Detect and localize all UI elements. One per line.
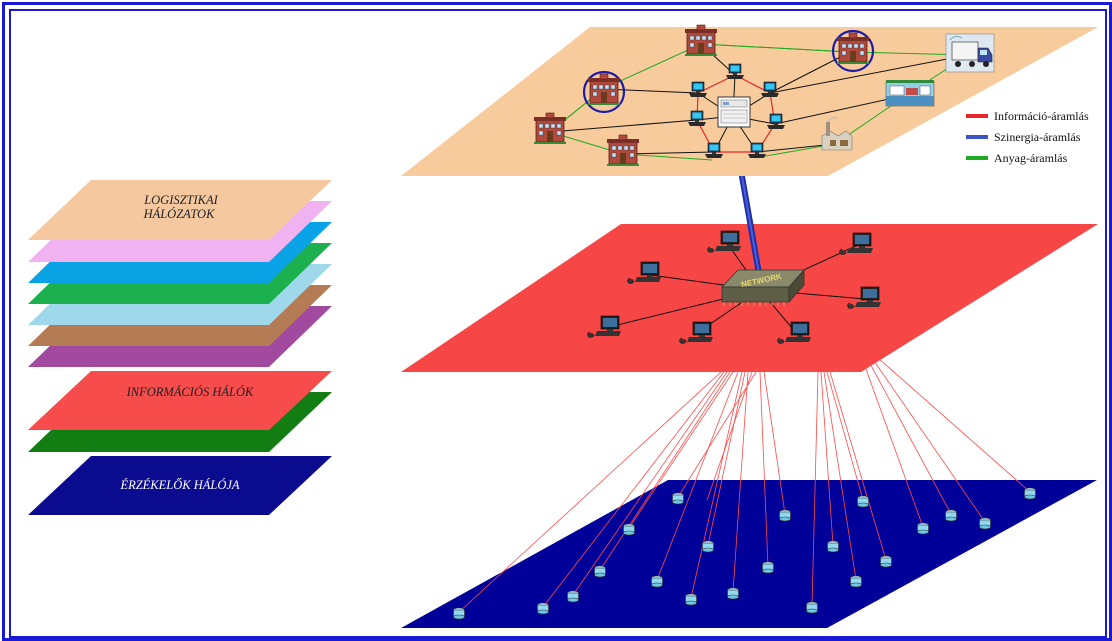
building-icon	[587, 73, 621, 106]
sensor-icon	[537, 602, 549, 615]
sensor-icon	[945, 509, 957, 522]
factory-icon	[821, 116, 853, 151]
sensor-links	[458, 357, 1031, 613]
network-hub-icon: NETWORK	[721, 268, 805, 306]
computer-icon	[704, 142, 724, 159]
legend-label-material: Anyag-áramlás	[994, 151, 1068, 165]
sensor-icon	[1024, 487, 1036, 500]
sensor-icon	[806, 601, 818, 614]
sensor-icon	[727, 587, 739, 600]
sensor-icon	[880, 555, 892, 568]
server-icon	[717, 96, 751, 128]
sensor-icon	[762, 561, 774, 574]
building-icon	[606, 134, 640, 167]
building-icon	[684, 24, 718, 57]
sensor-icon	[827, 540, 839, 553]
computer-icon	[725, 63, 745, 80]
sensor-icon	[857, 495, 869, 508]
sensor-icon	[850, 575, 862, 588]
computer-icon	[688, 81, 708, 98]
computer-icon	[687, 110, 707, 127]
building-icon	[836, 32, 870, 65]
sensor-icon	[623, 523, 635, 536]
synergy-circle	[582, 70, 626, 114]
logistics-label-1: LOGISZTIKAI	[143, 193, 218, 207]
sensor-icon	[685, 593, 697, 606]
stack-layer-10	[28, 456, 332, 515]
truck-icon	[945, 33, 995, 73]
building-icon	[533, 112, 567, 145]
information-label: INFORMÁCIÓS HÁLÓK	[126, 385, 254, 399]
computer-icon	[760, 81, 780, 98]
sensor-icon	[979, 517, 991, 530]
computer-icon	[766, 113, 786, 130]
information-ring	[696, 74, 776, 153]
legend: Információ-áramlás Szinergia-áramlás Any…	[966, 109, 1089, 165]
warehouse-icon	[885, 80, 935, 107]
inner-frame	[9, 9, 1107, 638]
sensor-icon	[567, 590, 579, 603]
logistics-label-2: HÁLÓZATOK	[143, 207, 216, 221]
stack-layer-8	[28, 371, 332, 430]
synergy-circle	[831, 29, 875, 73]
layer-stack: LOGISZTIKAI HÁLÓZATOK INFORMÁCIÓS HÁLÓK …	[28, 180, 332, 515]
legend-swatch-synergy	[966, 135, 988, 139]
sensor-plane	[401, 480, 1097, 628]
sensor-icon	[917, 522, 929, 535]
legend-label-info: Információ-áramlás	[994, 109, 1089, 123]
sensor-icon	[702, 540, 714, 553]
sensor-icon	[651, 575, 663, 588]
legend-label-synergy: Szinergia-áramlás	[994, 130, 1081, 144]
legend-swatch-info	[966, 114, 988, 118]
sensor-icon	[594, 565, 606, 578]
sensor-icon	[453, 607, 465, 620]
stack-layer-1	[28, 180, 332, 240]
computer-icon	[747, 142, 767, 159]
sensor-label: ÉRZÉKELŐK HÁLÓJA	[119, 477, 239, 492]
sensor-icon	[672, 492, 684, 505]
legend-swatch-material	[966, 156, 988, 160]
sensor-icon	[779, 509, 791, 522]
